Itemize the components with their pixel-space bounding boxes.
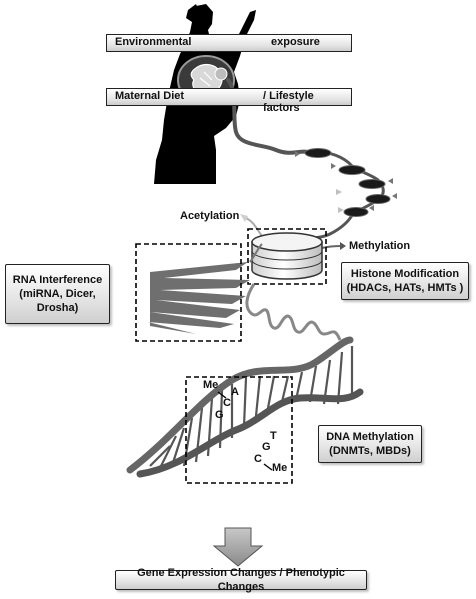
- env-left-text: Environmental: [115, 36, 192, 48]
- rna-sub1: (miRNA, Dicer,: [19, 288, 96, 300]
- acetylation-label: Acetylation: [180, 210, 240, 222]
- base-a: A: [231, 386, 239, 398]
- rna-strands: [148, 243, 263, 334]
- maternal-diet-label: Maternal Diet / Lifestyle factors: [106, 88, 352, 114]
- methylation-label: Methylation: [349, 240, 411, 252]
- outcome-box: Gene Expression Changes / Phenotypic Cha…: [115, 567, 367, 593]
- base-me-top: Me: [203, 379, 219, 391]
- diet-right-text: / Lifestyle factors: [263, 90, 314, 114]
- rna-title: RNA Interference: [12, 274, 103, 286]
- rna-sub2: Drosha): [36, 302, 79, 314]
- histone-tails: [240, 214, 346, 250]
- diet-left-text: Maternal Diet: [115, 90, 185, 102]
- histone-modification-box: Histone Modification (HDACs, HATs, HMTs …: [341, 262, 469, 300]
- base-c-top: C: [223, 397, 231, 409]
- dna-double-helix: [126, 336, 364, 478]
- dna-coil: [245, 283, 342, 341]
- outcome-text: Gene Expression Changes / Phenotypic Cha…: [137, 567, 345, 593]
- rna-dashed-box: [135, 243, 242, 342]
- dna-sub: (DNMTs, MBDs): [329, 445, 411, 457]
- base-t: T: [270, 430, 277, 442]
- chromatin-fiber: [289, 148, 397, 240]
- env-right-text: exposure: [271, 36, 320, 48]
- histone-sub: (HDACs, HATs, HMTs ): [346, 282, 464, 294]
- base-g-bottom: G: [262, 441, 271, 453]
- base-c-bottom: C: [254, 453, 262, 465]
- dna-title: DNA Methylation: [326, 431, 414, 443]
- histone-dashed-box: [247, 228, 327, 285]
- environmental-exposure-label: Environmental exposure: [106, 34, 352, 52]
- dna-dashed-box: [185, 376, 293, 484]
- base-g-top: G: [215, 409, 224, 421]
- down-arrow-icon: [212, 527, 264, 567]
- rna-interference-box: RNA Interference (miRNA, Dicer, Drosha): [5, 264, 110, 324]
- nucleosome-cylinder: [251, 232, 323, 280]
- histone-title: Histone Modification: [350, 268, 460, 280]
- dna-methylation-box: DNA Methylation (DNMTs, MBDs): [318, 425, 422, 463]
- base-me-bottom: Me: [272, 462, 288, 474]
